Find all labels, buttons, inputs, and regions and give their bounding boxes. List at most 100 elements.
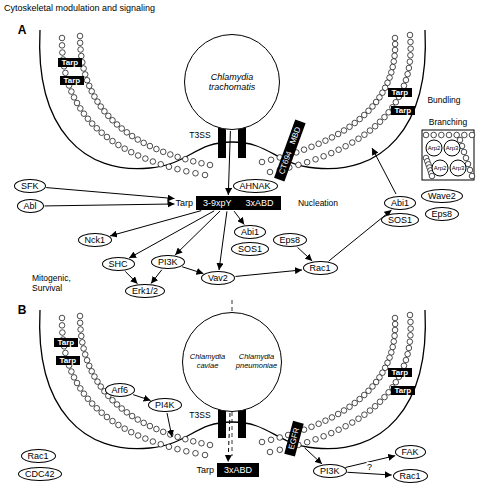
- annotation-label: Arp3: [446, 145, 459, 151]
- actin-monomer: [356, 416, 362, 422]
- protein-oval: Nck1: [78, 233, 113, 247]
- actin-monomer: [341, 128, 347, 134]
- actin-monomer: [69, 89, 75, 95]
- signal-connector: [45, 204, 175, 206]
- actin-monomer: [367, 408, 373, 414]
- actin-monomer: [122, 146, 128, 152]
- actin-monomer: [313, 437, 319, 443]
- node-text: Rac1: [400, 471, 421, 481]
- node-text: Tarp: [392, 88, 409, 97]
- actin-monomer: [158, 161, 164, 167]
- actin-monomer: [175, 166, 181, 172]
- figure-title: Cytoskeletal modulation and signaling: [4, 3, 155, 13]
- protein-oval: Abi1: [234, 225, 266, 239]
- pathogen-body: Chlamydia trachomatis: [184, 34, 280, 130]
- actin-monomer: [59, 43, 65, 49]
- node-text: SHC: [109, 259, 128, 269]
- actin-monomer: [347, 124, 353, 130]
- actin-monomer: [323, 418, 329, 424]
- actin-monomer: [60, 50, 66, 56]
- actin-monomer: [86, 363, 92, 369]
- actin-monomer: [390, 344, 396, 350]
- actin-monomer: [193, 450, 199, 456]
- actin-monomer: [59, 323, 65, 329]
- node-text: Tarp: [197, 464, 218, 476]
- actin-monomer: [135, 153, 141, 159]
- actin-monomer: [175, 446, 181, 452]
- signal-connector: [235, 270, 302, 277]
- annotation-label: Bundling: [427, 95, 460, 105]
- actin-monomer: [403, 357, 409, 363]
- actin-monomer: [92, 94, 98, 100]
- effector-tag: Tarp: [388, 368, 413, 377]
- actin-monomer: [183, 436, 189, 442]
- node-text: Rac1: [28, 451, 49, 461]
- annotation-label: T3SS: [189, 410, 210, 420]
- node-text: MBD: [288, 125, 303, 145]
- actin-monomer: [408, 332, 414, 338]
- actin-monomer: [77, 386, 83, 392]
- actin-monomer: [323, 138, 329, 144]
- actin-monomer: [313, 157, 319, 163]
- actin-monomer: [77, 33, 83, 39]
- actin-monomer: [128, 149, 134, 155]
- signal-connector: [228, 131, 230, 195]
- actin-monomer: [403, 77, 409, 83]
- actin-monomer: [86, 83, 92, 89]
- actin-monomer: [328, 430, 334, 436]
- actin-monomer: [199, 160, 205, 166]
- protein-oval: AHNAK: [233, 179, 278, 193]
- actin-monomer: [99, 410, 105, 416]
- node-text: Eps8: [432, 209, 453, 219]
- edge-label: ?: [366, 462, 373, 472]
- effector-tag: Tarp: [56, 356, 81, 365]
- actin-monomer: [408, 46, 414, 52]
- actin-monomer: [372, 123, 378, 129]
- actin-monomer: [408, 319, 414, 325]
- actin-monomer: [106, 113, 112, 119]
- actin-monomer: [81, 391, 87, 397]
- actin-monomer: [372, 403, 378, 409]
- inset-frame: [422, 130, 474, 180]
- actin-monomer: [147, 423, 153, 429]
- actin-monomer: [71, 375, 77, 381]
- actin-monomer: [392, 327, 398, 333]
- node-text: 3xABD: [217, 463, 259, 477]
- actin-monomer: [391, 59, 397, 65]
- protein-oval: Arf6: [105, 383, 136, 397]
- actin-monomer: [387, 75, 393, 81]
- node-text: PI3K: [320, 466, 340, 476]
- node-text: Tarp: [62, 58, 79, 67]
- actin-monomer: [343, 143, 349, 149]
- actin-monomer: [119, 126, 125, 132]
- actin-monomer: [143, 436, 149, 442]
- actin-monomer: [461, 149, 467, 155]
- actin-monomer: [377, 399, 383, 405]
- actin-monomer: [89, 88, 95, 94]
- signal-connector: [175, 211, 220, 255]
- actin-monomer: [347, 404, 353, 410]
- effector-tag: Tarp: [54, 338, 79, 347]
- actin-monomer: [129, 133, 135, 139]
- actin-monomer: [89, 401, 95, 407]
- actin-monomer: [150, 159, 156, 165]
- node-text: Tarp: [60, 356, 77, 365]
- actin-monomer: [77, 320, 83, 326]
- protein-oval: Erk1/2: [125, 284, 165, 298]
- actin-monomer: [469, 173, 475, 179]
- actin-monomer: [158, 441, 164, 447]
- actin-monomer: [392, 41, 398, 47]
- actin-monomer: [175, 434, 181, 440]
- actin-monomer: [316, 141, 322, 147]
- actin-monomer: [366, 388, 372, 394]
- effector-tag: Tarp: [60, 76, 85, 85]
- actin-monomer: [69, 369, 75, 375]
- effector-tag: Tarp: [388, 88, 413, 97]
- actin-monomer: [352, 120, 358, 126]
- protein-oval: Rac1: [303, 261, 338, 275]
- actin-monomer: [407, 59, 413, 65]
- actin-monomer: [309, 144, 315, 150]
- actin-monomer: [141, 140, 147, 146]
- protein-oval: SOS1: [231, 242, 269, 256]
- actin-monomer: [110, 117, 116, 123]
